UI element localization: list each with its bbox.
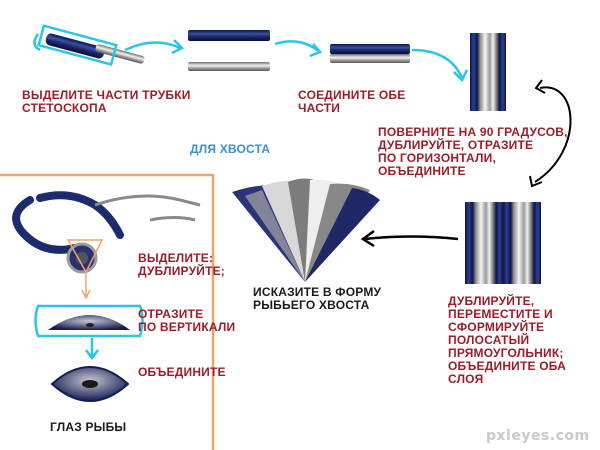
black-arrow-left (364, 235, 459, 241)
label-eye-title: ГЛАЗ РЫБЫ (50, 420, 127, 434)
cyan-arrow-3 (411, 48, 464, 79)
fish-eye-full (50, 366, 130, 402)
tube-bars-separate (188, 30, 270, 71)
label-tail-title: ДЛЯ ХВОСТА (190, 142, 271, 156)
label-eye-step1: ВЫДЕЛИТЕ: ДУБЛИРУЙТЕ; (138, 251, 225, 278)
label-step5: ИСКАЗИТЕ В ФОРМУ РЫБЬЕГО ХВОСТА (253, 285, 382, 312)
watermark: pxleyes.com (486, 428, 590, 444)
fish-tail-fan (232, 178, 380, 282)
eye-selection-triangle (66, 239, 104, 274)
label-step3: ПОВЕРНИТЕ НА 90 ГРАДУСОВ, ДУБЛИРУЙТЕ, ОТ… (378, 125, 568, 178)
striped-rectangle (465, 202, 541, 284)
vertical-tube-block (470, 33, 506, 111)
eye-half-selected (34, 304, 144, 338)
label-eye-step2: ОТРАЗИТЕ ПО ВЕРТИКАЛИ (138, 307, 236, 334)
cyan-arrow-2 (274, 40, 321, 53)
tube-parts-selected (33, 24, 145, 67)
tube-bar-joined (330, 44, 410, 63)
eye-section-frame (0, 173, 215, 450)
label-eye-step3: ОБЪЕДИНИТЕ (138, 365, 226, 379)
label-step4: ДУБЛИРУЙТЕ, ПЕРЕМЕСТИТЕ И СФОРМИРУЙТЕ ПО… (448, 294, 567, 386)
label-step2: СОЕДИНИТЕ ОБЕ ЧАСТИ (298, 88, 406, 115)
black-arrow-down (534, 86, 572, 183)
cyan-arrow-1 (124, 41, 181, 52)
label-step1: ВЫДЕЛИТЕ ЧАСТИ ТРУБКИ СТЕТОСКОПА (22, 88, 191, 115)
